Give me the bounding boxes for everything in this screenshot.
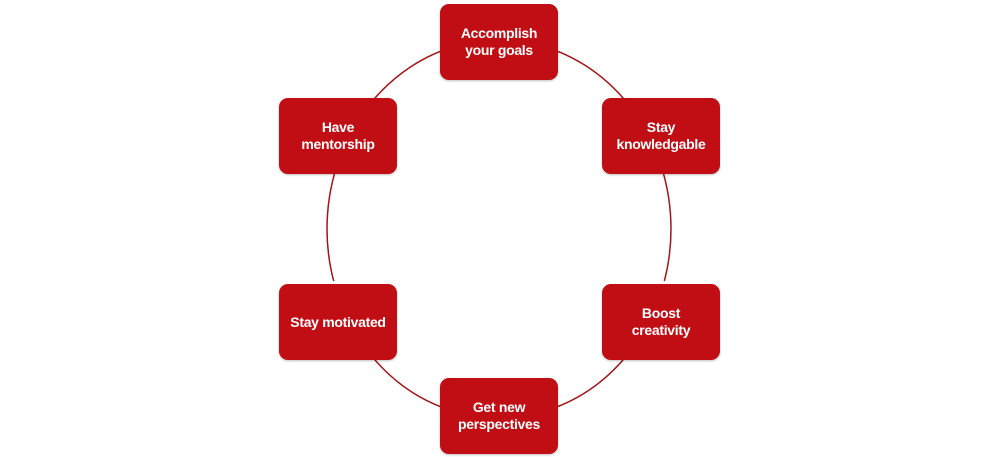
- node-accomplish-your-goals: Accomplish your goals: [440, 4, 558, 80]
- node-label: Stay motivated: [290, 313, 386, 330]
- node-label: Boost creativity: [631, 305, 691, 338]
- node-label: Stay knowledgable: [616, 119, 706, 152]
- ring-connector-3: [370, 355, 447, 410]
- node-label: Accomplish your goals: [460, 25, 538, 58]
- node-have-mentorship: Have mentorship: [279, 98, 397, 174]
- node-get-new-perspectives: Get new perspectives: [440, 378, 558, 454]
- node-stay-knowledgable: Stay knowledgable: [602, 98, 720, 174]
- ring-connector-2: [551, 355, 628, 410]
- node-label: Get new perspectives: [457, 399, 540, 432]
- node-stay-motivated: Stay motivated: [279, 284, 397, 360]
- node-boost-creativity: Boost creativity: [602, 284, 720, 360]
- node-label: Have mentorship: [301, 119, 375, 152]
